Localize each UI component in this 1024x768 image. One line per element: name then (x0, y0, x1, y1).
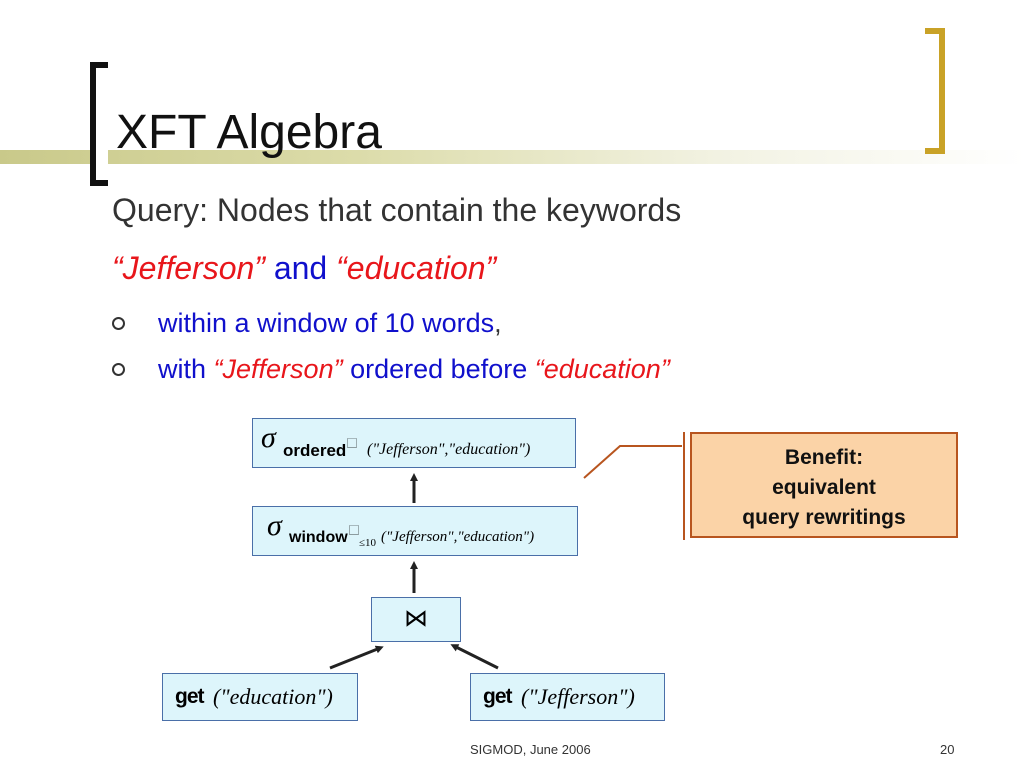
query-line: Query: Nodes that contain the keywords (112, 192, 682, 228)
window-args: ("Jefferson","education") (381, 529, 535, 545)
bullet-order-education: “education” (534, 354, 670, 384)
bullet-order-jefferson: “Jefferson” (213, 354, 343, 384)
get-operator-right: get (483, 685, 512, 708)
bullet-order: with “Jefferson” ordered before “educati… (112, 352, 670, 386)
bullet-window-comma: , (494, 308, 502, 338)
window-operator: window (289, 529, 348, 546)
right-bracket-decoration (925, 28, 945, 154)
keyword-jefferson: “Jefferson” (112, 250, 265, 286)
bullet-window: within a window of 10 words, (112, 306, 502, 340)
and-word: and (273, 250, 328, 286)
window-selection-box: σ window ⃞ ≤10 ("Jefferson","education") (252, 506, 578, 556)
left-bracket-decoration (90, 62, 108, 186)
get-education-box: get ("education") (162, 673, 358, 721)
bullet-order-middle: ordered before (350, 354, 528, 384)
get-education-arg: ("education") (213, 684, 333, 709)
hollow-circle-bullet-icon (112, 363, 125, 376)
benefit-callout: Benefit: equivalent query rewritings (690, 432, 958, 538)
bullet-order-with: with (158, 354, 207, 384)
ordered-args: ("Jefferson","education") (367, 441, 531, 458)
page-number: 20 (940, 742, 955, 757)
title-accent-bar (0, 150, 1024, 164)
callout-line-3: query rewritings (742, 506, 906, 529)
callout-line-2: equivalent (772, 476, 876, 499)
keywords-line: “Jefferson” and “education” (112, 248, 496, 288)
join-symbol-icon: ⋈ (404, 606, 428, 632)
join-box: ⋈ (371, 597, 461, 642)
window-sub: ≤10 (359, 537, 377, 549)
ordered-selection-box: σ ordered ⃞ ("Jefferson","education") (252, 418, 576, 468)
keyword-education: “education” (336, 250, 497, 286)
get-jefferson-arg: ("Jefferson") (521, 684, 635, 709)
get-operator-left: get (175, 685, 204, 708)
slide-title: XFT Algebra (116, 106, 382, 159)
hollow-circle-bullet-icon (112, 317, 125, 330)
sigma-symbol: σ (267, 509, 282, 542)
bullet-window-text: within a window of 10 words (158, 308, 495, 338)
ordered-operator: ordered (283, 441, 347, 460)
arrow-get-right-to-join (450, 644, 499, 670)
callout-line-1: Benefit: (784, 446, 864, 469)
callout-connector (583, 445, 682, 479)
sigma-symbol: σ (261, 421, 276, 454)
arrow-get-left-to-join (329, 645, 384, 670)
footer-text: SIGMOD, June 2006 (470, 742, 591, 757)
get-jefferson-box: get ("Jefferson") (470, 673, 665, 721)
